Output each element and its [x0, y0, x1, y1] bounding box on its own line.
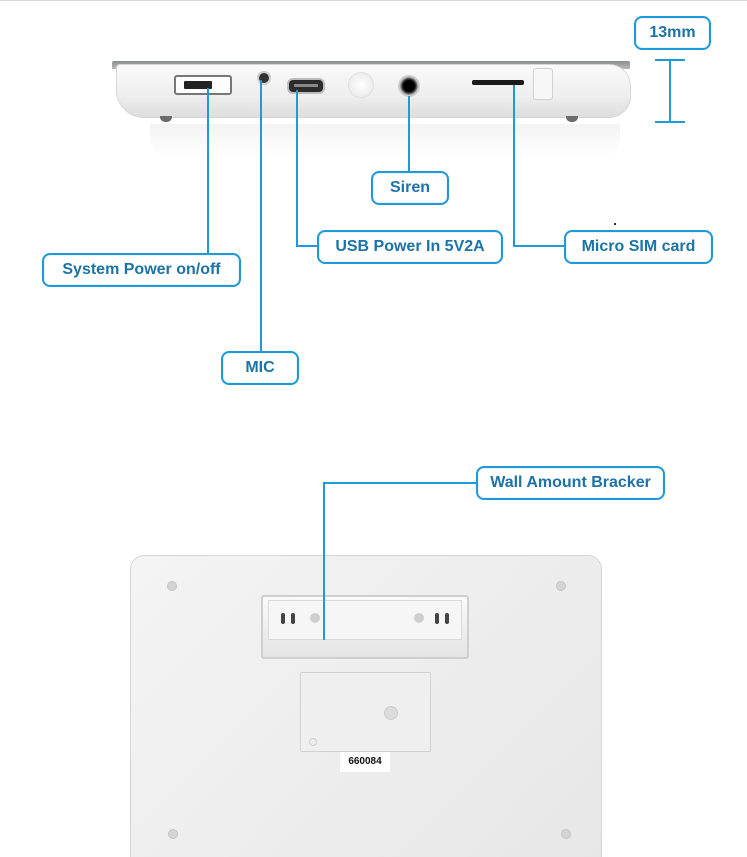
- screw-bottom-right: [561, 829, 571, 839]
- usb-leader-vertical: [296, 90, 298, 246]
- device-foot-left: [160, 116, 172, 122]
- siren-leader: [408, 96, 410, 171]
- micro-sim-label: Micro SIM card: [564, 230, 713, 264]
- led-indicator: [348, 72, 374, 98]
- sim-slot: [472, 80, 524, 85]
- mic-leader: [260, 80, 262, 352]
- stray-dot: [614, 223, 616, 225]
- bracket-hole: [414, 613, 424, 623]
- screw-top-left: [167, 581, 177, 591]
- cover-screw-hole: [384, 706, 398, 720]
- bracket-hole: [310, 613, 320, 623]
- wall-mount-label: Wall Amount Bracker: [476, 466, 665, 500]
- device-reflection: [150, 124, 620, 158]
- bracket-slot: [291, 613, 295, 624]
- wall-mount-leader-horizontal: [323, 482, 477, 484]
- bracket-slot: [281, 613, 285, 624]
- serial-number-label: 660084: [340, 752, 390, 772]
- bracket-plate: [268, 600, 462, 640]
- sim-leader-vertical: [513, 85, 515, 246]
- wall-mount-leader-vertical: [323, 482, 325, 640]
- battery-cover: [300, 672, 431, 752]
- thickness-label: 13mm: [634, 16, 711, 50]
- usb-power-label: USB Power In 5V2A: [317, 230, 503, 264]
- power-switch-port: [174, 75, 232, 95]
- bracket-slot: [435, 613, 439, 624]
- screw-top-right: [556, 581, 566, 591]
- screw-bottom-left: [168, 829, 178, 839]
- bracket-slot: [445, 613, 449, 624]
- siren-label: Siren: [371, 171, 449, 205]
- dimension-line: [669, 60, 671, 122]
- dimension-bottom-tick: [655, 121, 685, 123]
- device-foot-right: [566, 116, 578, 122]
- usb-port: [287, 78, 325, 94]
- sim-leader-horizontal: [513, 245, 565, 247]
- system-power-leader: [207, 88, 209, 254]
- system-power-label: System Power on/off: [42, 253, 241, 287]
- usb-leader-horizontal: [296, 245, 318, 247]
- mic-label: MIC: [221, 351, 299, 385]
- cover-small-hole: [309, 738, 317, 746]
- side-notch: [533, 68, 553, 100]
- top-divider: [0, 0, 747, 1]
- siren-jack: [398, 75, 420, 97]
